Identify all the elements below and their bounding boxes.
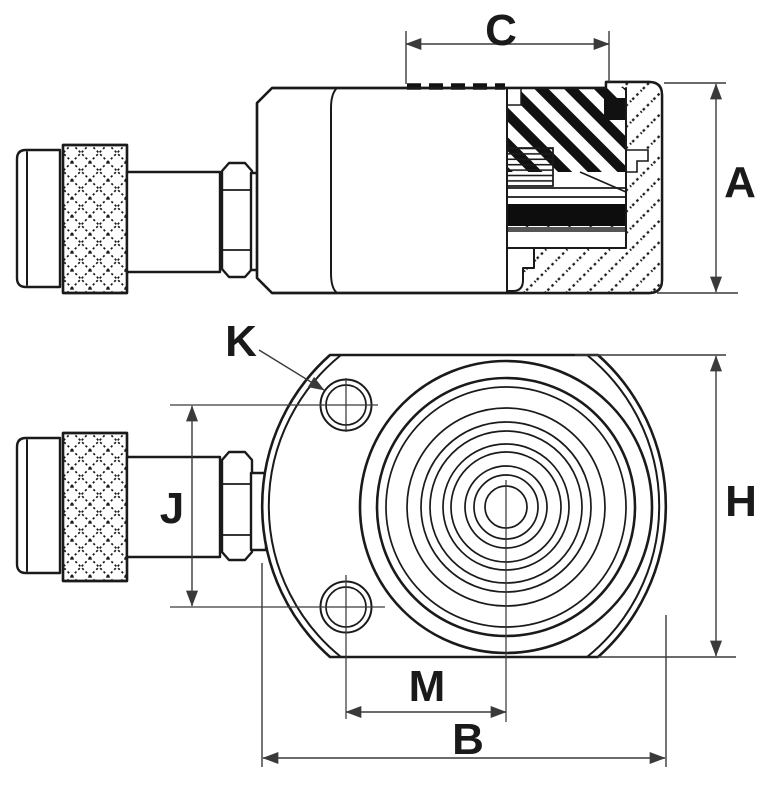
inner-arc-left (267, 354, 342, 658)
seal-notch (604, 98, 626, 120)
dim-b: B (261, 563, 667, 767)
base-foot (506, 247, 535, 292)
coupler-tube (125, 455, 222, 559)
coupler-front (15, 431, 268, 583)
dim-m-label: M (409, 662, 446, 711)
coupler-end-cap (15, 148, 62, 289)
dim-c: C (405, 6, 610, 84)
coupler-tube (125, 170, 222, 274)
inner-arc-right (586, 354, 661, 658)
dim-b-label: B (452, 715, 484, 764)
callout-k: K (225, 317, 325, 391)
dim-a: A (657, 82, 756, 294)
dim-j: J (160, 405, 198, 607)
gland-step (506, 87, 522, 106)
piston-section (506, 82, 662, 293)
dim-c-label: C (485, 6, 517, 55)
knurled-grip (61, 143, 129, 295)
callout-k-label: K (225, 317, 257, 366)
callout-k-leader (258, 349, 325, 391)
hex-nut (220, 450, 254, 562)
dim-h: H (575, 354, 757, 658)
coupler-side (15, 143, 260, 295)
dim-j-label: J (160, 484, 184, 533)
knurled-grip (61, 431, 129, 583)
coupler-end-cap (15, 436, 62, 575)
hex-nut (220, 161, 254, 279)
body-panel-line (330, 88, 337, 293)
cylinder-body-outline (255, 80, 664, 295)
dim-m: M (345, 662, 507, 718)
wiper-band (506, 227, 626, 232)
dim-h-label: H (725, 477, 757, 526)
thread-lines (506, 147, 554, 187)
lower-band (506, 232, 626, 248)
seal-band (506, 204, 626, 226)
dim-a-label: A (724, 158, 756, 207)
centerlines (170, 378, 507, 722)
piston-taper-line (579, 171, 627, 193)
side-view: C A (15, 6, 756, 295)
front-view: J K H M B (15, 317, 757, 767)
